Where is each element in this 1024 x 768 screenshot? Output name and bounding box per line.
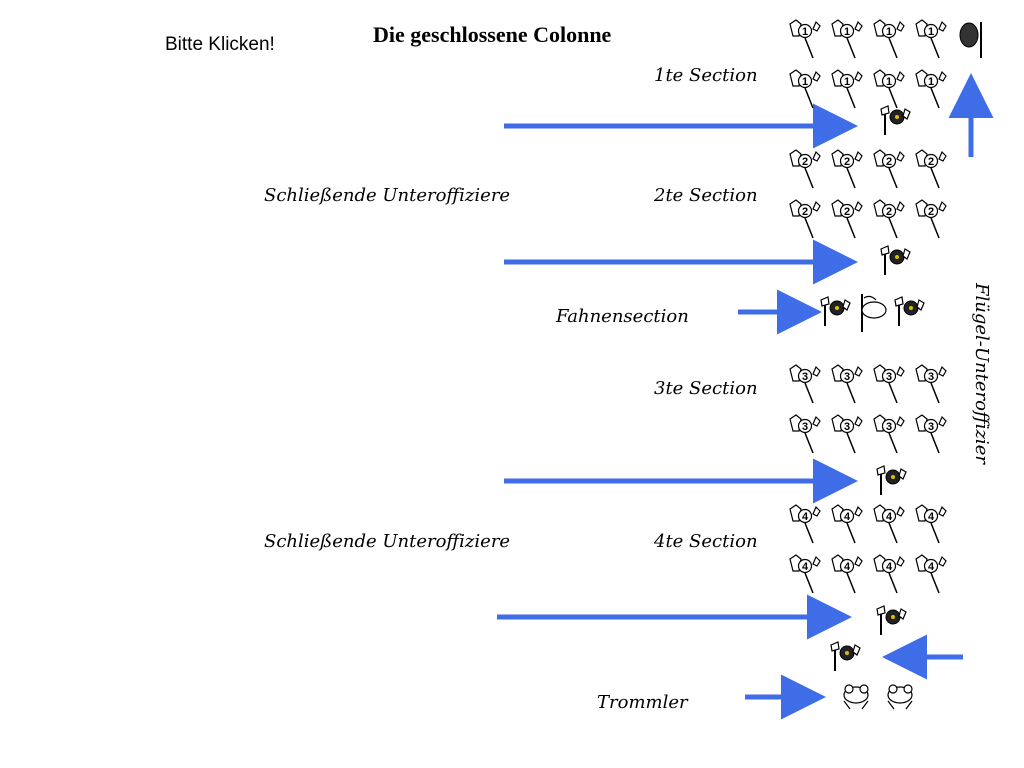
section-number: 2 [928, 206, 934, 218]
section-number: 3 [886, 371, 892, 383]
section-number: 2 [928, 156, 934, 168]
label-section-2: 2te Section [653, 185, 758, 206]
click-prompt[interactable]: Bitte Klicken! [165, 34, 275, 55]
numbered-soldier-icon: 4 [789, 554, 821, 594]
section-number: 2 [886, 206, 892, 218]
section-number: 2 [886, 156, 892, 168]
numbered-soldier-icon: 1 [789, 19, 821, 59]
section-number: 2 [844, 206, 850, 218]
numbered-soldier-icon: 1 [915, 69, 947, 109]
section-number: 1 [928, 26, 934, 38]
numbered-soldier-icon: 2 [873, 199, 905, 239]
section-number: 1 [802, 26, 808, 38]
numbered-soldier-icon: 3 [915, 414, 947, 454]
section-number: 4 [844, 511, 851, 523]
numbered-soldier-icon: 4 [831, 504, 863, 544]
section-number: 4 [928, 561, 935, 573]
numbered-soldier-icon: 3 [873, 414, 905, 454]
drummer-icon [843, 684, 869, 710]
flag-bearer-icon [820, 296, 851, 326]
numbered-soldier-icon: 3 [831, 364, 863, 404]
section-number: 3 [928, 371, 934, 383]
numbered-soldier-icon: 3 [915, 364, 947, 404]
label-flag-section: Fahnensection [555, 306, 689, 327]
soldier-formation: 1 1 1 1 1 1 1 1 2 2 2 2 2 2 2 2 3 3 3 3 3 3 3 3 4 4 4 4 4 4 4 4 [789, 19, 982, 710]
numbered-soldier-icon: 4 [873, 554, 905, 594]
label-closing-nco-2: Schließende Unteroffiziere [264, 531, 510, 552]
numbered-soldier-icon: 4 [789, 504, 821, 544]
flag-icon [861, 294, 887, 332]
label-section-1: 1te Section [654, 65, 758, 86]
numbered-soldier-icon: 4 [915, 554, 947, 594]
flag-bearer-icon [894, 296, 925, 326]
section-number: 4 [844, 561, 851, 573]
page-title: Die geschlossene Colonne [373, 22, 612, 47]
numbered-soldier-icon: 2 [789, 199, 821, 239]
numbered-soldier-icon: 2 [915, 199, 947, 239]
numbered-soldier-icon: 3 [789, 414, 821, 454]
label-closing-nco-1: Schließende Unteroffiziere [264, 185, 510, 206]
numbered-soldier-icon: 1 [831, 19, 863, 59]
section-number: 3 [844, 421, 850, 433]
section-number: 4 [886, 561, 893, 573]
numbered-soldier-icon: 4 [873, 504, 905, 544]
section-number: 4 [886, 511, 893, 523]
numbered-soldier-icon: 1 [831, 69, 863, 109]
drummer-icon [887, 684, 913, 710]
label-drummer: Trommler [597, 692, 689, 713]
numbered-soldier-icon: 2 [831, 149, 863, 189]
officer-icon [830, 641, 861, 671]
numbered-soldier-icon: 2 [789, 149, 821, 189]
nco-soldier-icon [876, 465, 907, 495]
label-section-4: 4te Section [653, 531, 758, 552]
section-number: 3 [802, 371, 808, 383]
nco-soldier-icon [876, 605, 907, 635]
label-wing-nco: Flügel-Unteroffizier [971, 282, 992, 465]
section-number: 1 [844, 26, 850, 38]
section-number: 3 [928, 421, 934, 433]
numbered-soldier-icon: 4 [915, 504, 947, 544]
section-number: 3 [802, 421, 808, 433]
numbered-soldier-icon: 4 [831, 554, 863, 594]
section-number: 3 [844, 371, 850, 383]
numbered-soldier-icon: 2 [831, 199, 863, 239]
section-number: 1 [886, 26, 892, 38]
numbered-soldier-icon: 2 [873, 149, 905, 189]
numbered-soldier-icon: 1 [873, 19, 905, 59]
section-number: 4 [802, 511, 809, 523]
section-number: 4 [928, 511, 935, 523]
section-number: 2 [844, 156, 850, 168]
numbered-soldier-icon: 1 [873, 69, 905, 109]
arrows [497, 73, 994, 720]
nco-soldier-icon [880, 105, 911, 135]
numbered-soldier-icon: 3 [789, 364, 821, 404]
nco-soldier-icon [880, 245, 911, 275]
numbered-soldier-icon: 3 [831, 414, 863, 454]
section-number: 2 [802, 156, 808, 168]
numbered-soldier-icon: 2 [915, 149, 947, 189]
section-number: 1 [886, 76, 892, 88]
numbered-soldier-icon: 3 [873, 364, 905, 404]
numbered-soldier-icon: 1 [915, 19, 947, 59]
label-section-3: 3te Section [654, 378, 758, 399]
section-number: 1 [928, 76, 934, 88]
section-number: 3 [886, 421, 892, 433]
section-number: 1 [802, 76, 808, 88]
wing-nco-icon [959, 22, 982, 58]
section-number: 4 [802, 561, 809, 573]
numbered-soldier-icon: 1 [789, 69, 821, 109]
section-number: 2 [802, 206, 808, 218]
section-number: 1 [844, 76, 850, 88]
